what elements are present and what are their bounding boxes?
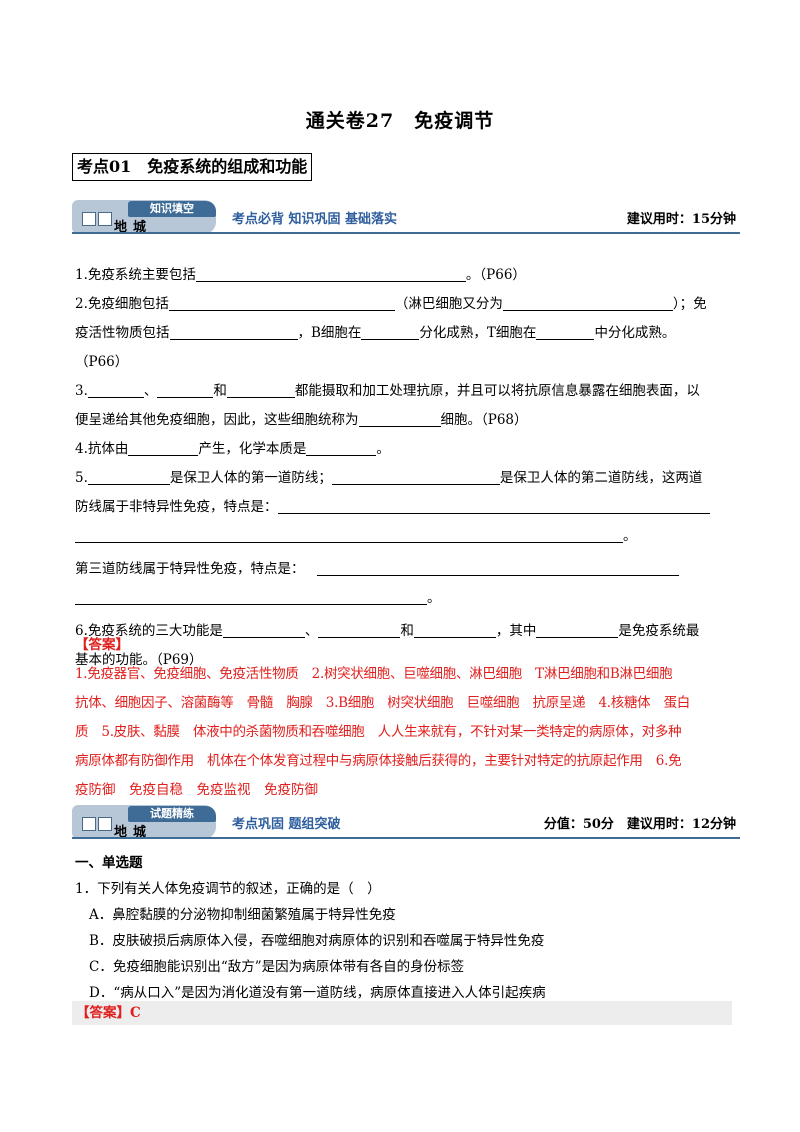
suggested-time: 建议用时：15分钟 (626, 212, 736, 227)
divider (72, 837, 740, 839)
slogan: 考点巩固 题组突破 (232, 817, 341, 832)
badge-tab: 试题精练 (128, 806, 216, 822)
option-c: C．免疫细胞能识别出“敌方”是因为病原体带有各自的身份标签 (89, 959, 465, 975)
question-6: 6.免疫系统的三大功能是、和，其中是免疫系统最 (75, 623, 700, 639)
question-2: 2.免疫细胞包括（淋巴细胞又分为）；免 (75, 296, 707, 312)
option-b: B．皮肤破损后病原体入侵，吞噬细胞对病原体的识别和吞噬属于特异性免疫 (89, 933, 545, 949)
book-icon (82, 817, 96, 831)
question-text: 1．下列有关人体免疫调节的叙述，正确的是（ ） (75, 881, 381, 897)
option-d: D．“病从口入”是因为消化道没有第一道防线，病原体直接进入人体引起疾病 (89, 985, 546, 1001)
book-icon (82, 212, 96, 226)
single-choice-section: 一、单选题 1．下列有关人体免疫调节的叙述，正确的是（ ） A．鼻腔黏膜的分泌物… (75, 850, 735, 1006)
answer-block: 【答案】 1.免疫器官、免疫细胞、免疫活性物质 2.树突状细胞、巨噬细胞、淋巴细… (75, 631, 735, 805)
book-icon (98, 212, 112, 226)
score-and-time: 分值：50分 建议用时：12分钟 (543, 817, 736, 832)
section-heading: 考点01 免疫系统的组成和功能 (72, 153, 313, 181)
badge: 试题精练 地城 (72, 805, 216, 840)
section-heading: 一、单选题 (75, 855, 143, 871)
badge-label: 地城 (114, 220, 153, 235)
badge: 知识填空 地城 (72, 200, 216, 235)
page-title: 通关卷27 免疫调节 (305, 110, 495, 132)
section-bar-practice: 试题精练 地城 考点巩固 题组突破 分值：50分 建议用时：12分钟 (72, 805, 740, 840)
slogan: 考点必背 知识巩固 基础落实 (232, 212, 398, 227)
question-5: 5.是保卫人体的第一道防线；是保卫人体的第二道防线，这两道 (75, 470, 703, 486)
fill-in-questions: 1.免疫系统主要包括。（P66） 2.免疫细胞包括（淋巴细胞又分为）；免 疫活性… (75, 261, 735, 675)
question-1: 1.免疫系统主要包括。（P66） (75, 267, 526, 283)
question-4: 4.抗体由产生，化学本质是。 (75, 441, 390, 457)
answer-value: C (130, 1005, 141, 1021)
section-bar-fill: 知识填空 地城 考点必背 知识巩固 基础落实 建议用时：15分钟 (72, 200, 740, 235)
badge-label: 地城 (114, 825, 153, 840)
badge-tab: 知识填空 (128, 201, 216, 217)
divider (72, 232, 740, 234)
answer-label: 【答案】 (76, 1005, 130, 1021)
answer-label: 【答案】 (75, 637, 129, 653)
book-icon (98, 817, 112, 831)
question-3: 3.、和都能摄取和加工处理抗原，并且可以将抗原信息暴露在细胞表面，以 (75, 383, 700, 399)
option-a: A．鼻腔黏膜的分泌物抑制细菌繁殖属于特异性免疫 (89, 907, 396, 923)
answer-row: 【答案】C (72, 1001, 732, 1025)
